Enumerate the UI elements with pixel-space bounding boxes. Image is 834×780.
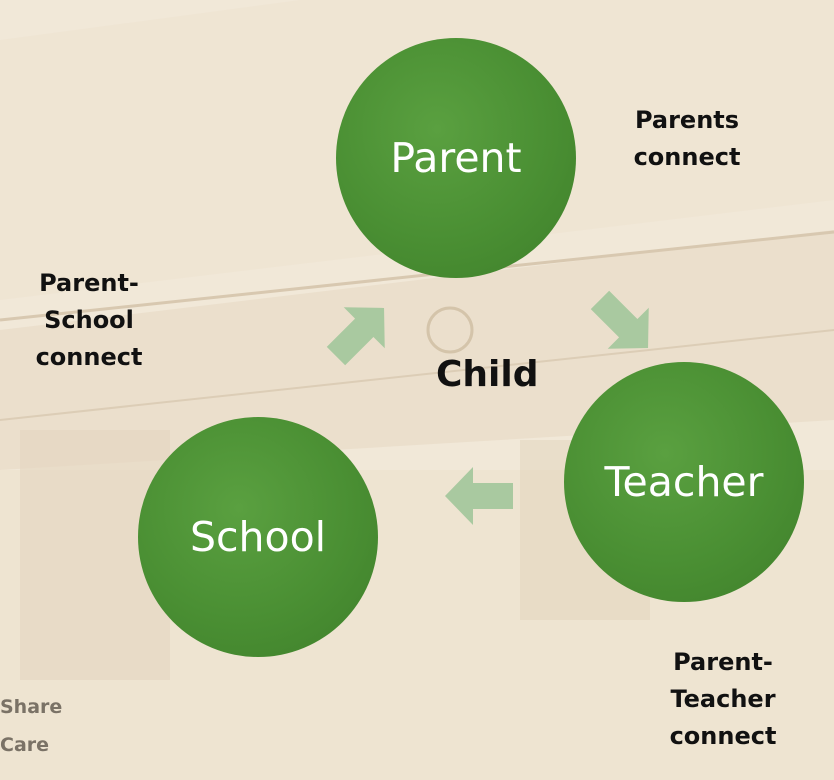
school-node: School: [138, 417, 378, 657]
parent-node-label: Parent: [390, 134, 522, 182]
teacher-node-label: Teacher: [604, 458, 764, 506]
background-corner-text-line: Share: [0, 696, 63, 718]
parent-teacher-connect-label: Parent- Teacher connect: [669, 648, 777, 750]
parent-school-connect-label: Parent- School connect: [35, 269, 143, 371]
parents-connect-label: Parents connect: [633, 106, 741, 171]
arrow-parent-to-teacher: [590, 290, 649, 349]
background-corner-text-line: Care: [0, 734, 50, 756]
arrow-teacher-to-school: [445, 467, 513, 525]
teacher-node: Teacher: [564, 362, 804, 602]
background-corner-text: Share Care: [0, 688, 62, 764]
parent-node: Parent: [336, 38, 576, 278]
school-node-label: School: [189, 513, 327, 561]
arrow-school-to-parent: [326, 307, 385, 366]
center-child-label: Child: [436, 354, 539, 395]
